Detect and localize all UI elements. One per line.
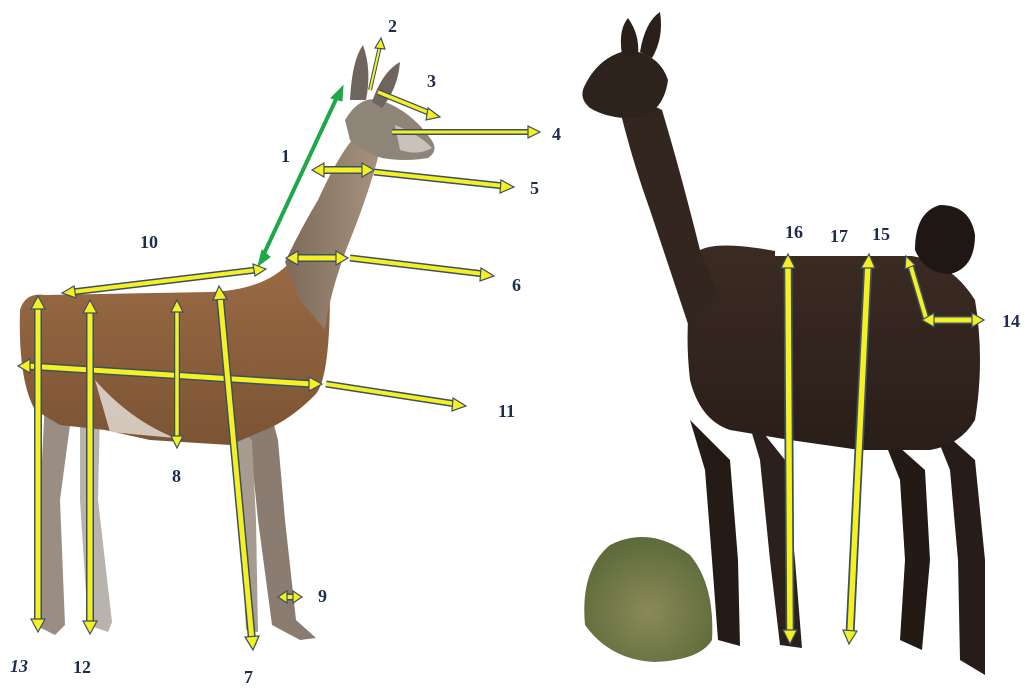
label-14: 14 <box>1002 311 1020 331</box>
label-8: 8 <box>172 466 181 486</box>
label-7: 7 <box>244 667 253 687</box>
label-4: 4 <box>552 124 561 144</box>
grass-tussock <box>584 537 712 662</box>
label-15: 15 <box>872 224 890 244</box>
label-2: 2 <box>388 16 397 36</box>
label-12: 12 <box>73 657 91 677</box>
label-11: 11 <box>498 401 515 421</box>
label-13: 13 <box>10 656 28 676</box>
label-5: 5 <box>530 178 539 198</box>
label-3: 3 <box>427 71 436 91</box>
label-9: 9 <box>318 586 327 606</box>
label-6: 6 <box>512 275 521 295</box>
label-16: 16 <box>785 222 803 242</box>
label-17: 17 <box>830 226 848 246</box>
label-1: 1 <box>281 146 290 166</box>
label-10: 10 <box>140 232 158 252</box>
